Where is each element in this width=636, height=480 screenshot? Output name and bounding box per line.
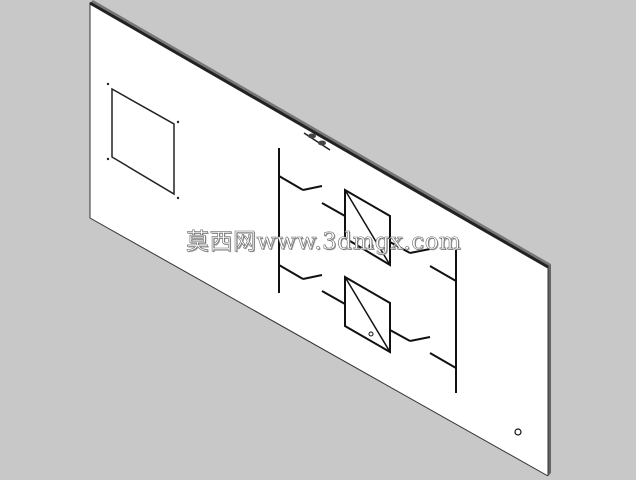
lower-output-switch [389,329,457,369]
upper-switch-branch [278,175,346,217]
upper-converter-box [344,188,391,267]
mount-hole [176,196,180,200]
mount-hole [106,157,110,161]
upper-output-switch [389,241,457,282]
panel-face [89,2,549,477]
panel-right-edge [548,264,551,476]
panel-top-edge [89,1,549,269]
indicator-hole [514,428,522,436]
mount-hole [106,82,110,86]
lower-converter-box [344,275,391,354]
display-window [111,87,175,196]
connector-mark [303,132,331,151]
panel-side-edge [90,0,551,267]
lower-switch-branch [278,264,346,305]
mount-hole [176,120,180,124]
